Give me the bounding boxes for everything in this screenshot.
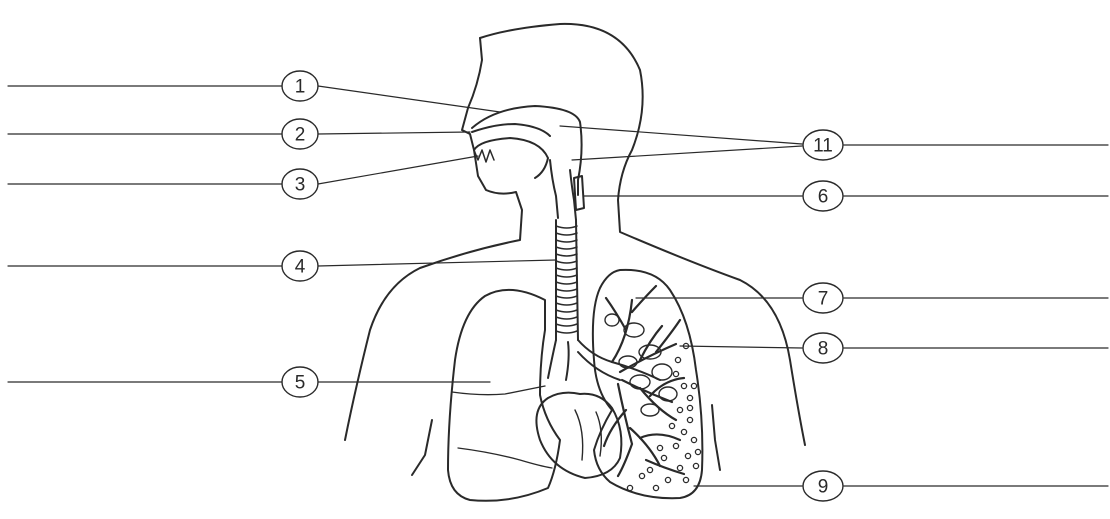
alveolus [695,449,700,454]
trachea-ring [556,289,577,291]
leader-lines [8,86,1108,486]
alveolus [687,405,692,410]
trachea-ring [556,268,577,270]
alveolus [639,473,644,478]
trachea-ring [556,331,577,333]
trachea-ring [556,310,577,312]
alveolus [647,467,652,472]
alveolus [675,357,680,362]
alveolus [677,407,682,412]
nasal-cavity [472,106,582,195]
label-9: 9 [818,477,829,498]
alveolus [661,455,666,460]
left-lung [448,290,560,501]
trachea-ring [556,254,577,256]
alveolus [627,485,632,490]
label-3: 3 [295,175,306,196]
alveolus [683,477,688,482]
torso-left-outline [412,420,432,475]
label-7: 7 [818,289,829,310]
label-4: 4 [295,257,306,278]
label-6: 6 [818,187,829,208]
trachea-ring [556,233,577,235]
alveolus [673,443,678,448]
label-2: 2 [295,125,306,146]
label-1: 1 [295,77,306,98]
pharynx [550,160,576,220]
lung-lobules [605,314,677,416]
head-back-outline [480,24,805,445]
label-8: 8 [818,339,829,360]
alveolus [685,453,690,458]
trachea-walls [556,220,578,340]
trachea-ring [556,240,577,242]
trachea-ring [556,324,577,326]
alveolus [665,477,670,482]
label-circles [282,71,843,501]
left-main-bronchus [548,340,569,380]
alveolus [687,395,692,400]
trachea-ring [556,247,577,249]
trachea-ring [556,317,577,319]
alveolus [691,437,696,442]
trachea-ring [556,226,577,228]
trachea-rings [556,226,577,333]
alveolus [653,485,658,490]
trachea-ring [556,261,577,263]
label-5: 5 [295,373,306,394]
alveolus [687,417,692,422]
torso-right-outline [712,405,720,470]
alveoli [627,343,700,490]
alveolus [657,445,662,450]
trachea-ring [556,282,577,284]
alveolus [681,429,686,434]
label-11: 11 [813,136,833,157]
oral-cavity-palate [472,124,550,136]
trachea-ring [556,296,577,298]
heart-detail [575,410,601,460]
alveolus [693,463,698,468]
trachea-ring [556,303,577,305]
alveolus [691,383,696,388]
alveolus [677,465,682,470]
alveolus [673,371,678,376]
head-outline [345,38,522,440]
alveolus [681,383,686,388]
alveolus [669,423,674,428]
trachea-ring [556,275,577,277]
